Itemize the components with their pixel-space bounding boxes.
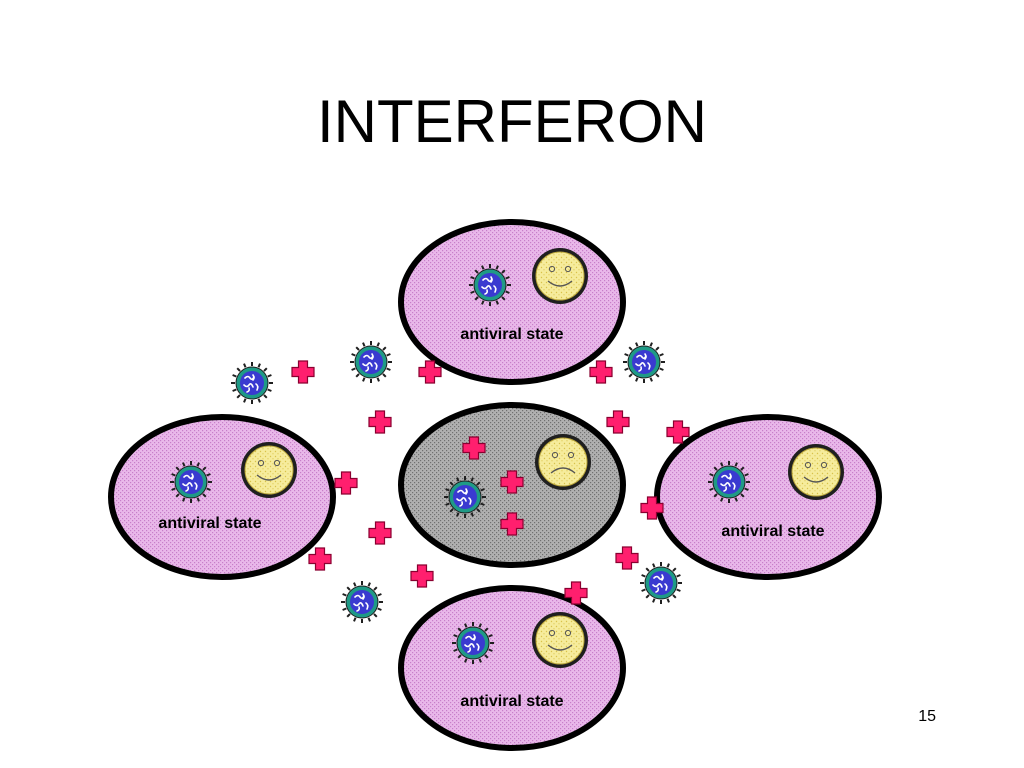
sad-face-icon [534,433,592,491]
interferon-cross-icon [368,410,392,434]
interferon-cross-icon [606,410,630,434]
cell-bottom: antiviral state [398,585,626,751]
cell-top-membrane [398,219,626,385]
interferon-cross-icon [589,360,613,384]
slide-title: INTERFERON [317,88,707,155]
virus-icon [349,340,393,384]
interferon-cross-icon [368,521,392,545]
happy-face-icon [531,611,589,669]
interferon-cross-icon [410,564,434,588]
cell-left: antiviral state [108,414,336,580]
virus-icon [443,475,487,519]
cell-left-state-label: antiviral state [158,515,261,532]
virus-icon [707,460,751,504]
virus-icon [340,580,384,624]
cell-center-infected [398,402,626,568]
virus-icon [468,263,512,307]
cell-bottom-membrane [398,585,626,751]
virus-icon [230,361,274,405]
cell-right: antiviral state [654,414,882,580]
virus-icon [622,340,666,384]
virus-icon [639,561,683,605]
virus-icon [169,460,213,504]
cell-left-membrane [108,414,336,580]
interferon-cross-icon [291,360,315,384]
interferon-cross-icon [615,546,639,570]
interferon-cross-icon [334,471,358,495]
cell-top: antiviral state [398,219,626,385]
interferon-cross-icon [308,547,332,571]
happy-face-icon [240,441,298,499]
cell-right-state-label: antiviral state [721,523,824,540]
virus-icon [451,621,495,665]
cell-right-membrane [654,414,882,580]
cell-top-state-label: antiviral state [460,326,563,343]
page-number: 15 [918,708,936,725]
happy-face-icon [531,247,589,305]
happy-face-icon [787,443,845,501]
cell-bottom-state-label: antiviral state [460,693,563,710]
